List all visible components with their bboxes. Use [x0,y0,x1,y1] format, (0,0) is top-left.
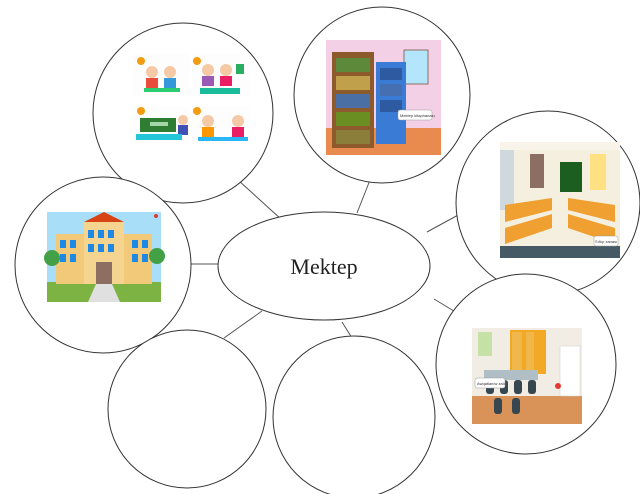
bubble-children-activities [92,22,274,204]
center-ellipse [217,211,431,321]
connector-empty-2 [341,321,353,339]
connector-classroom [426,213,461,233]
bubble-classroom: Sıñıp xanası [455,110,640,296]
bubble-outline [107,329,267,489]
children-activities-picture [133,54,250,144]
bubble-dining-room: Awqatlanıw zalı [435,273,617,455]
connector-children [237,179,283,221]
dining-room-caption: Awqatlanıw zalı [477,381,505,386]
bubble-empty-2 [272,335,436,494]
bubble-school-building [14,176,192,354]
connector-empty-1 [223,310,263,339]
connector-library [356,179,371,214]
bubble-library: Mektep kitaphanası [293,6,471,184]
center-label: Mektep [290,254,357,279]
library-picture: Mektep kitaphanası [326,40,441,155]
dining-room-picture: Awqatlanıw zalı [472,328,582,424]
classroom-caption: Sıñıp xanası [595,239,617,244]
library-caption: Mektep kitaphanası [400,113,435,118]
classroom-picture: Sıñıp xanası [500,142,620,258]
connectors [190,179,473,339]
bubble-empty-1 [107,329,267,489]
center-node: Mektep [217,211,431,321]
school-building-picture [44,212,165,302]
bubble-outline [272,335,436,494]
